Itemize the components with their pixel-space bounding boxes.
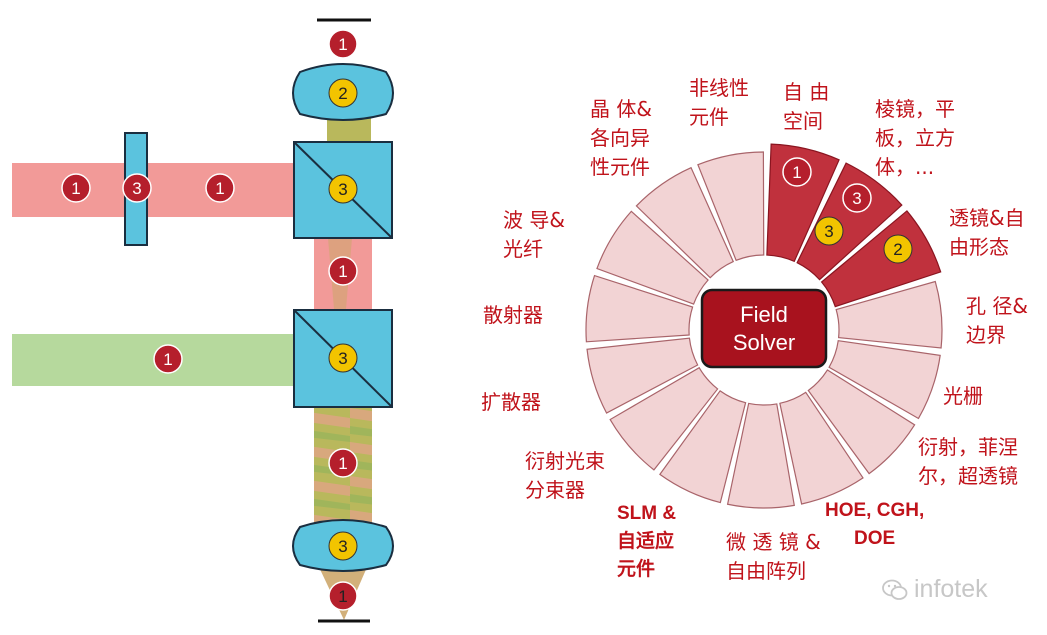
badge-bottom-focus: 1 xyxy=(328,581,358,611)
svg-text:1: 1 xyxy=(215,179,224,198)
label-prisms: 棱镜，平 板，立方 体，... xyxy=(875,97,955,179)
label-diffractive: 衍射，菲涅 尔，超透镜 xyxy=(918,435,1018,488)
wheel-wedge xyxy=(807,369,916,475)
wheel-wedge xyxy=(796,162,903,281)
svg-text:Solver: Solver xyxy=(733,330,795,355)
optical-setup: 1 2 1 3 1 3 1 1 xyxy=(12,18,394,623)
svg-text:2: 2 xyxy=(338,84,347,103)
svg-text:1: 1 xyxy=(338,262,347,281)
badge-splitter-top: 3 xyxy=(328,174,358,204)
wheel-wedge xyxy=(697,151,765,262)
wheel-wedge xyxy=(835,280,943,349)
label-diffuser: 扩散器 xyxy=(481,390,541,414)
label-beam-splitter: 衍射光束 分束器 xyxy=(525,449,605,502)
badge-lenses: 2 xyxy=(883,234,913,264)
wheel-wedge xyxy=(586,337,699,414)
wheel-wedge xyxy=(659,389,747,504)
wheel-wedge xyxy=(779,391,864,505)
badge-free-space: 1 xyxy=(782,157,812,187)
label-lenses-freeform: 透镜&自 由形态 xyxy=(949,206,1025,259)
wheel-wedge xyxy=(585,274,694,343)
svg-text:1: 1 xyxy=(792,163,801,182)
watermark: infotek xyxy=(882,575,988,604)
wheel-wedge xyxy=(596,210,709,305)
label-waveguide: 波 导& 光纤 xyxy=(503,208,565,261)
svg-text:3: 3 xyxy=(132,179,141,198)
label-aperture: 孔 径& 边界 xyxy=(966,294,1028,347)
label-microlens: 微 透 镜 & 自由阵列 xyxy=(726,530,821,583)
badge-filter: 3 xyxy=(122,173,152,203)
label-free-space: 自 由 空间 xyxy=(783,80,830,133)
svg-text:3: 3 xyxy=(852,189,861,208)
badge-prisms-second: 3 xyxy=(814,216,844,246)
label-slm-word: SLM & 自适应 元件 xyxy=(617,503,677,580)
wheel-wedge xyxy=(828,340,941,420)
badge-red-beam-a: 1 xyxy=(61,173,91,203)
badge-between-splitters: 1 xyxy=(328,256,358,286)
green-input-beam xyxy=(12,334,294,386)
svg-text:Field: Field xyxy=(740,302,788,327)
wheel-wedge xyxy=(726,402,795,509)
svg-text:1: 1 xyxy=(338,454,347,473)
svg-text:2: 2 xyxy=(893,240,902,259)
badge-below-splitter: 1 xyxy=(328,448,358,478)
label-nonlinear: 非线性 元件 xyxy=(689,76,749,129)
label-hoe: HOE, CGH, DOE xyxy=(825,500,925,549)
badge-prisms: 3 xyxy=(842,183,872,213)
badge-red-beam-b: 1 xyxy=(205,173,235,203)
badge-green-beam: 1 xyxy=(153,344,183,374)
svg-text:3: 3 xyxy=(338,537,347,556)
wheel-wedges xyxy=(585,143,943,509)
wechat-icon xyxy=(882,579,908,600)
svg-text:3: 3 xyxy=(824,222,833,241)
label-crystals: 晶 体& 各向异 性元件 xyxy=(590,97,652,179)
svg-text:1: 1 xyxy=(338,587,347,606)
svg-text:3: 3 xyxy=(338,180,347,199)
watermark-text: infotek xyxy=(914,575,988,603)
svg-text:3: 3 xyxy=(338,349,347,368)
badge-top-lens: 2 xyxy=(328,78,358,108)
field-solver-box: Field Solver xyxy=(700,288,828,369)
badge-splitter-bottom: 3 xyxy=(328,343,358,373)
wheel-wedge xyxy=(820,210,942,308)
wheel-wedge xyxy=(635,166,735,279)
wheel-wedge xyxy=(609,366,719,471)
label-grating: 光栅 xyxy=(943,384,983,408)
solver-wheel: 1 3 3 2 Field Solver xyxy=(585,143,943,509)
svg-text:1: 1 xyxy=(338,35,347,54)
svg-text:1: 1 xyxy=(163,350,172,369)
badge-top-focus: 1 xyxy=(328,29,358,59)
svg-text:1: 1 xyxy=(71,179,80,198)
red-input-beam xyxy=(12,163,294,217)
badge-bottom-lens: 3 xyxy=(328,531,358,561)
label-scatter: 散射器 xyxy=(483,303,543,327)
